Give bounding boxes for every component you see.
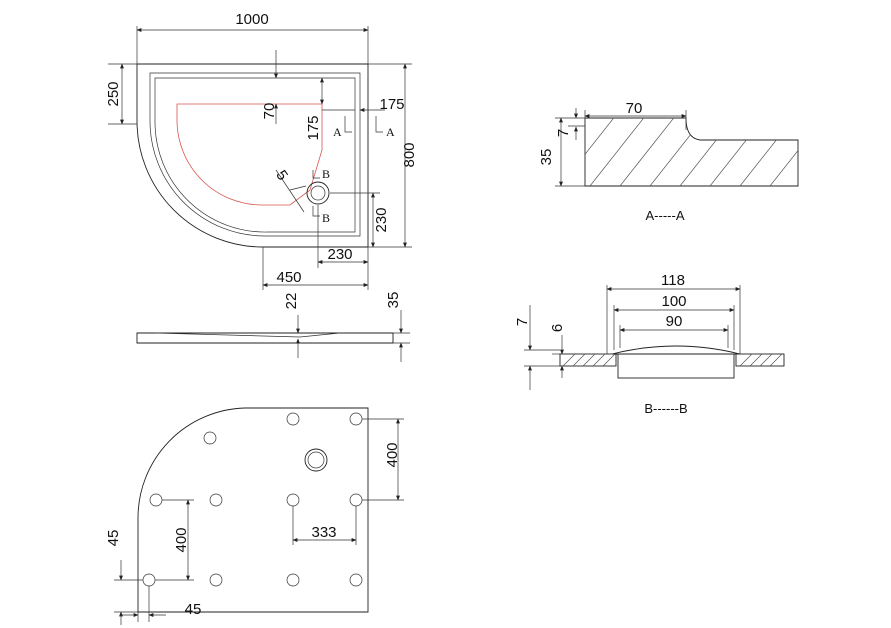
floor-left — [559, 353, 617, 367]
drain-cap — [611, 345, 741, 355]
dim-230-vertical: 230 — [373, 207, 390, 232]
dim-45-horizontal: 45 — [185, 601, 202, 618]
dim-6-bb: 6 — [549, 324, 566, 332]
tray-outline — [136, 63, 369, 248]
section-a-label: A-----A — [646, 208, 685, 223]
dim-7-bb: 7 — [514, 318, 531, 326]
bottom-outline — [137, 407, 369, 613]
section-a-a: 70 35 7 A-----A — [538, 100, 799, 223]
section-mark-b-bottom: B — [322, 211, 330, 225]
foot — [286, 573, 300, 587]
dim-175-horizontal: 175 — [379, 96, 404, 113]
dim-100: 100 — [661, 293, 686, 310]
bottom-view: 400 333 400 45 45 — [105, 407, 404, 625]
dim-400-right: 400 — [384, 442, 401, 467]
foot — [349, 412, 363, 426]
side-view: 22 35 — [136, 292, 410, 362]
section-b-b: 118 100 90 7 6 B------B — [514, 272, 785, 416]
dim-118: 118 — [661, 272, 685, 289]
drain-outer-circle — [306, 181, 330, 205]
bottom-drain-inner — [307, 451, 325, 469]
section-mark-a-right: A — [386, 125, 395, 139]
tray-inner-rim — [149, 72, 361, 237]
dim-22: 22 — [283, 293, 300, 310]
foot — [149, 493, 163, 507]
dim-175-vertical: 175 — [305, 115, 322, 140]
foot — [142, 573, 156, 587]
dim-250: 250 — [105, 81, 122, 106]
top-view: 1000 250 800 70 175 175 A A B B — [105, 11, 418, 290]
dim-450: 450 — [276, 269, 301, 286]
section-mark-a-left: A — [333, 125, 342, 139]
section-b-label: B------B — [644, 401, 687, 416]
dim-7-section: 7 — [555, 129, 572, 137]
foot — [286, 412, 300, 426]
bottom-drain-outer — [304, 448, 328, 472]
foot — [286, 493, 300, 507]
dim-1000: 1000 — [235, 11, 268, 28]
foot — [209, 573, 223, 587]
dim-45-vertical: 45 — [105, 530, 122, 547]
dim-400-left: 400 — [173, 527, 190, 552]
side-profile — [136, 332, 394, 344]
drain-inner-circle — [310, 185, 326, 201]
drain-body — [617, 353, 735, 379]
tray-inner-rim-2 — [154, 77, 356, 233]
foot — [349, 493, 363, 507]
dim-70-section: 70 — [626, 100, 643, 117]
dim-35-section: 35 — [538, 149, 555, 166]
dim-35-side: 35 — [385, 292, 402, 309]
foot — [349, 573, 363, 587]
dim-230-horizontal: 230 — [327, 246, 352, 263]
slope-outline — [176, 103, 323, 206]
feet — [142, 412, 363, 587]
dim-90: 90 — [666, 313, 683, 330]
dim-800: 800 — [401, 142, 418, 167]
section-mark-b-top: B — [322, 167, 330, 181]
dim-5: 5 — [272, 167, 291, 184]
dim-70: 70 — [261, 103, 278, 120]
foot — [209, 493, 223, 507]
dim-333: 333 — [311, 524, 336, 541]
foot — [203, 431, 217, 445]
